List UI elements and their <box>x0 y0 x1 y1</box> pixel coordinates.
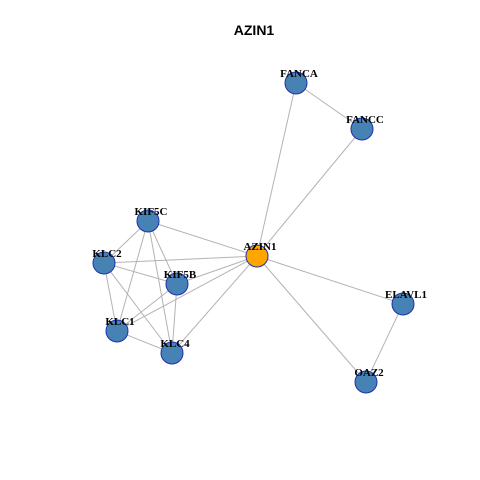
node-label-fanca: FANCA <box>280 68 318 80</box>
edge-kif5c-kif5b <box>147 220 178 285</box>
edge-kif5c-klc1 <box>116 220 149 332</box>
edge-kif5b-klc4 <box>171 283 178 354</box>
edge-azin1-klc1 <box>116 255 258 332</box>
node-circle-klc4 <box>160 341 184 365</box>
node-circle-klc1 <box>105 319 129 343</box>
edge-kif5b-klc1 <box>116 283 178 332</box>
node-kif5c: KIF5C <box>135 206 168 233</box>
node-klc2: KLC2 <box>92 248 122 275</box>
node-klc1: KLC1 <box>105 316 135 343</box>
node-circle-klc2 <box>92 251 116 275</box>
node-fanca: FANCA <box>280 68 318 95</box>
node-label-klc4: KLC4 <box>160 338 190 350</box>
node-azin1: AZIN1 <box>243 241 277 268</box>
node-kif5b: KIF5B <box>164 269 197 296</box>
edge-azin1-fanca <box>256 82 297 257</box>
node-label-klc2: KLC2 <box>92 248 122 260</box>
node-circle-kif5b <box>165 272 189 296</box>
edge-azin1-kif5c <box>147 220 258 257</box>
node-label-elavl1: ELAVL1 <box>385 289 427 301</box>
node-label-azin1: AZIN1 <box>243 241 276 253</box>
edge-azin1-klc2 <box>103 255 258 264</box>
node-circle-oaz2 <box>354 370 378 394</box>
node-circle-fanca <box>284 71 308 95</box>
node-label-oaz2: OAZ2 <box>354 367 384 379</box>
node-label-kif5b: KIF5B <box>164 269 197 281</box>
edge-elavl1-oaz2 <box>365 303 404 383</box>
edge-klc2-klc4 <box>103 262 173 354</box>
node-label-fancc: FANCC <box>346 114 384 126</box>
node-fancc: FANCC <box>346 114 384 141</box>
node-elavl1: ELAVL1 <box>385 289 427 316</box>
node-circle-elavl1 <box>391 292 415 316</box>
edge-fanca-fancc <box>295 82 363 130</box>
edge-klc2-kif5b <box>103 262 178 285</box>
node-circle-kif5c <box>136 209 160 233</box>
edge-azin1-klc4 <box>171 255 258 354</box>
edge-azin1-elavl1 <box>256 255 404 305</box>
edge-azin1-fancc <box>256 128 363 257</box>
edge-azin1-oaz2 <box>256 255 367 383</box>
node-circle-fancc <box>350 117 374 141</box>
node-label-klc1: KLC1 <box>105 316 134 328</box>
graph-title: AZIN1 <box>234 22 275 38</box>
edge-kif5c-klc4 <box>147 220 173 354</box>
node-klc4: KLC4 <box>160 338 190 365</box>
edge-azin1-kif5b <box>176 255 258 285</box>
node-circle-azin1 <box>245 244 269 268</box>
node-label-kif5c: KIF5C <box>135 206 168 218</box>
edge-klc2-klc1 <box>103 262 118 332</box>
node-oaz2: OAZ2 <box>354 367 384 394</box>
